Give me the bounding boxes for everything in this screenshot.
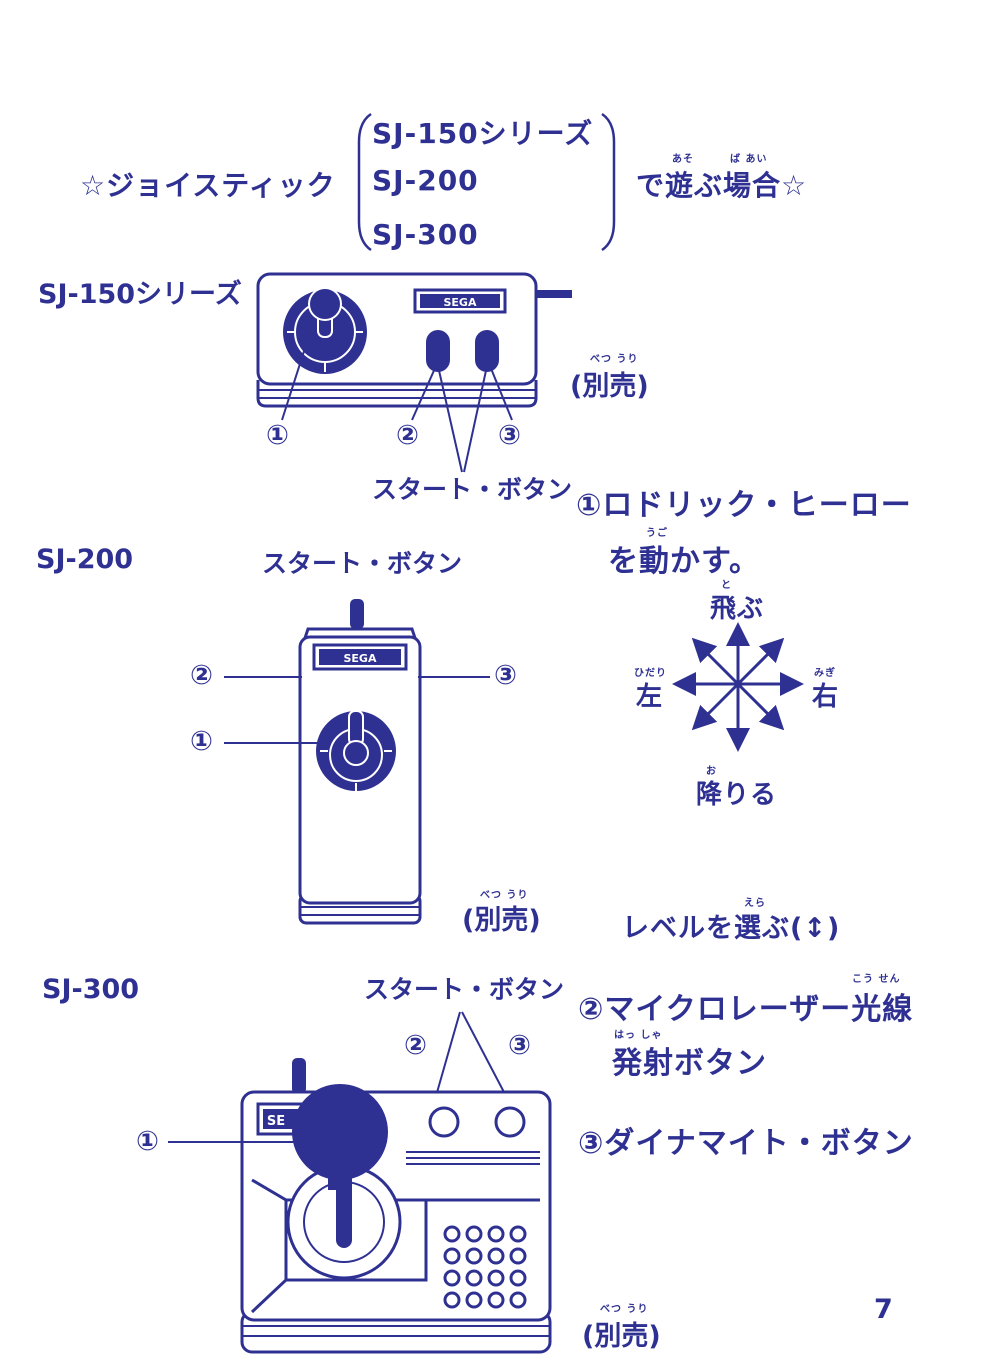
item1-line1: ①ロドリック・ヒーロー (576, 488, 912, 523)
sj300-controller-drawing: SE (168, 1011, 552, 1354)
sj200-start-label: スタート・ボタン (262, 549, 463, 578)
ruby-era: えら (744, 898, 766, 909)
sj200-callout-1: ① (190, 726, 213, 757)
sj150-title: SJ-150シリーズ (38, 279, 242, 310)
ruby-o: お (706, 766, 717, 777)
sj300-callout-1: ① (136, 1126, 159, 1157)
header-model-1: SJ-150シリーズ (372, 117, 594, 150)
sj300-callout-3: ③ (508, 1030, 531, 1061)
ruby-migi: みぎ (814, 668, 836, 679)
sj150-controller-drawing: SEGA (256, 272, 572, 473)
item2-line2: 発射ボタン (612, 1046, 767, 1081)
direction-right: 右 (812, 682, 840, 712)
sj200-callout-2: ② (190, 660, 213, 691)
direction-down: 降りる (696, 780, 778, 810)
sj150-callout-2: ② (396, 420, 419, 451)
sj200-callout-3: ③ (494, 660, 517, 691)
header-right-bracket (601, 112, 616, 252)
header-model-3: SJ-300 (372, 218, 479, 251)
ruby-baai: ば あい (730, 154, 768, 165)
sj150-start-label: スタート・ボタン (372, 475, 573, 504)
level-select: レベルを選ぶ(↕) (622, 913, 841, 944)
sj300-title: SJ-300 (42, 974, 140, 1005)
sj200-logo: SEGA (344, 652, 377, 665)
sj150-logo: SEGA (444, 296, 477, 309)
ruby-asobu: あそ (672, 154, 694, 165)
sj200-ruby-betsuuri: べつ うり (480, 890, 529, 901)
ruby-ugo: うご (646, 528, 668, 539)
header-suffix: で遊ぶ場合☆ (636, 169, 808, 202)
direction-arrows-icon (672, 622, 804, 752)
sj200-title: SJ-200 (36, 544, 134, 575)
item3: ③ダイナマイト・ボタン (578, 1126, 914, 1161)
sj300-callout-2: ② (404, 1030, 427, 1061)
sj300-ruby-betsuuri: べつ うり (600, 1304, 649, 1315)
ruby-kousen: こう せん (852, 974, 901, 985)
page-number: 7 (874, 1294, 893, 1325)
item1-line2: を動かす。 (608, 544, 760, 579)
sj150-sold-separately: (別売) (570, 371, 649, 402)
header-prefix: ☆ジョイスティック (80, 169, 336, 202)
ruby-hassha: はっ しゃ (614, 1030, 663, 1041)
header-left-bracket (357, 112, 372, 252)
ruby-hidari: ひだり (634, 668, 667, 679)
header-model-2: SJ-200 (372, 164, 479, 197)
sj150-ruby-betsuuri: べつ うり (590, 354, 639, 365)
sj150-callout-3: ③ (498, 420, 521, 451)
sj150-callout-1: ① (266, 420, 289, 451)
direction-left: 左 (636, 682, 664, 712)
sj200-sold-separately: (別売) (462, 905, 541, 936)
sj300-sold-separately: (別売) (582, 1321, 661, 1352)
direction-up: 飛ぶ (710, 594, 765, 624)
sj300-start-label: スタート・ボタン (364, 975, 565, 1004)
item2-line1: ②マイクロレーザー光線 (578, 992, 914, 1027)
sj200-controller-drawing: SEGA (224, 599, 490, 925)
ruby-to: と (721, 580, 732, 591)
sj300-logo: SE (267, 1114, 285, 1129)
